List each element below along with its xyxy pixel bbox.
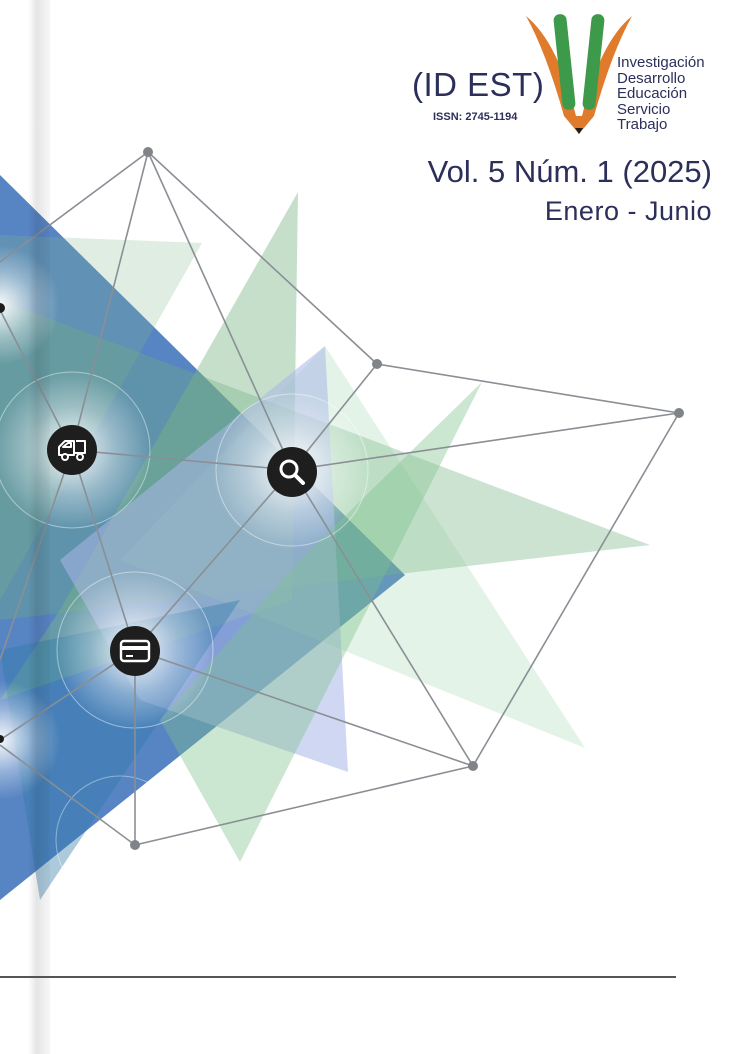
logo-word: Trabajo bbox=[617, 116, 668, 133]
network-dots bbox=[130, 147, 684, 850]
network-lines bbox=[0, 151, 680, 846]
volume-issue: Vol. 5 Núm. 1 (2025) bbox=[427, 154, 712, 189]
journal-logo bbox=[526, 14, 632, 134]
issn-label: ISSN: 2745-1194 bbox=[433, 111, 518, 123]
journal-abbreviation: (ID EST) bbox=[412, 66, 545, 103]
logo-words: Investigación Desarrollo Educación Servi… bbox=[617, 55, 705, 133]
logo-word: Servicio bbox=[617, 100, 671, 118]
truck-icon bbox=[47, 425, 97, 475]
edge-node-top bbox=[0, 303, 5, 313]
search-icon bbox=[267, 447, 317, 497]
logo-word: Investigación bbox=[617, 54, 705, 71]
footer-rule bbox=[0, 976, 676, 978]
credit-card-icon bbox=[110, 626, 160, 676]
logo-word: Desarrollo bbox=[617, 69, 686, 87]
issue-period: Enero - Junio bbox=[544, 196, 712, 226]
logo-word: Educación bbox=[617, 85, 688, 102]
edge-node-bottom bbox=[0, 735, 4, 743]
